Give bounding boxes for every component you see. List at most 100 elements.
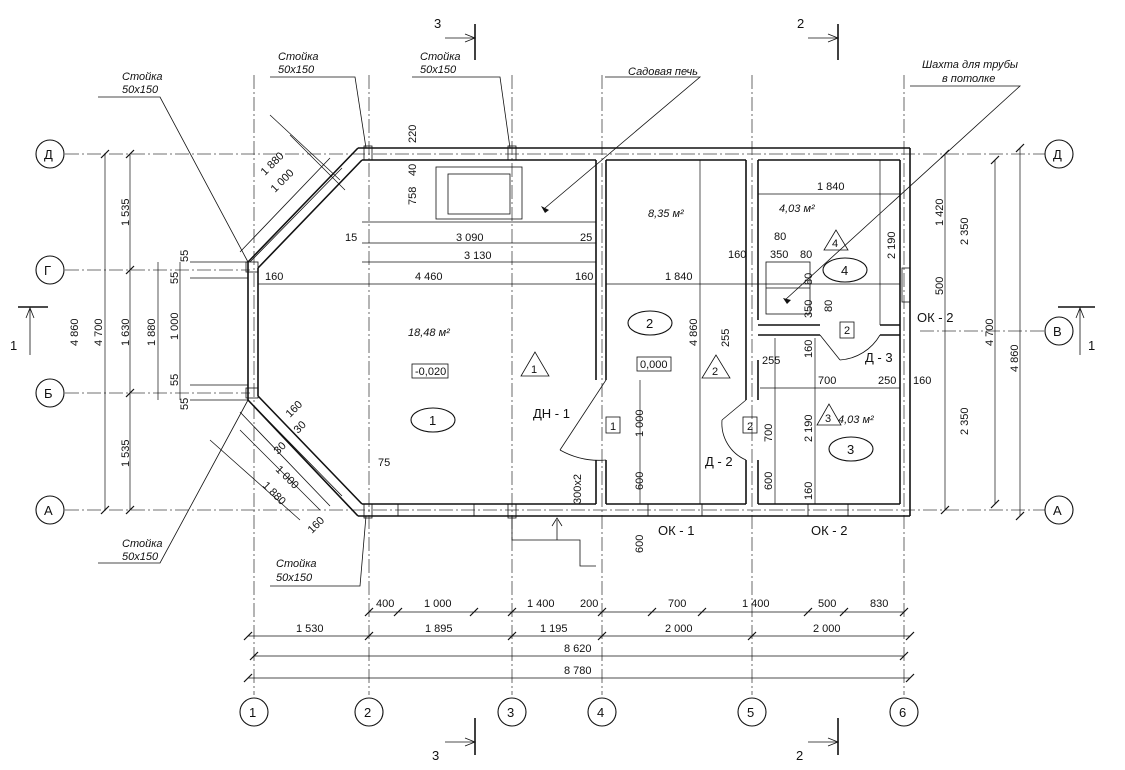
- room-2-level: 0,000: [640, 359, 668, 371]
- axis-d-left-label: Д: [44, 147, 53, 162]
- post-callout-top1-name: Стойка: [278, 51, 319, 63]
- dim-left-1880: 1 880: [146, 318, 158, 346]
- room-2-tri-label: 2: [712, 366, 718, 378]
- dim-bottom-1400b: 1 400: [742, 598, 770, 610]
- window-ok2-bottom-label: ОК - 2: [811, 523, 847, 538]
- dim-top-220: 220: [407, 125, 419, 143]
- post-callout-top2-size: 50x150: [420, 64, 457, 76]
- dim-bottom-1400a: 1 400: [527, 598, 555, 610]
- axis-g-label: Г: [44, 263, 51, 278]
- dim-room4-255b: 255: [762, 355, 780, 367]
- dim-room3-700b: 700: [763, 424, 775, 442]
- dimension-lines: [100, 114, 1025, 683]
- vent-size-label: 300x2: [572, 474, 584, 504]
- dim-top-758: 758: [407, 187, 419, 205]
- door-d3-label: Д - 3: [865, 350, 893, 365]
- dim-right-1420: 1 420: [934, 198, 946, 226]
- dim-right-4860: 4 860: [1009, 344, 1021, 372]
- dim-diag-30b: 30: [272, 440, 289, 457]
- dim-bottom-1530: 1 530: [296, 623, 324, 635]
- section-markers: [18, 24, 1095, 755]
- post-callout-left-top-size: 50x150: [122, 84, 159, 96]
- axis-a-left-label: А: [44, 503, 53, 518]
- dim-right-2350b: 2 350: [959, 407, 971, 435]
- dim-top-1840b: 1 840: [817, 181, 845, 193]
- dim-room4-350a: 350: [770, 249, 788, 261]
- section-2-bottom-label: 2: [796, 748, 803, 763]
- door-dn1-label: ДН - 1: [533, 406, 570, 421]
- window-ok1-label: ОК - 1: [658, 523, 694, 538]
- room-3-area: 4,03 м²: [838, 414, 874, 426]
- dim-top-160a: 160: [265, 271, 283, 283]
- dim-bottom-2000a: 2 000: [665, 623, 693, 635]
- shaft-callout-line2: в потолке: [942, 73, 995, 85]
- dim-top-1840a: 1 840: [665, 271, 693, 283]
- room-3-tri-label: 3: [825, 413, 831, 425]
- dim-bottom-700: 700: [668, 598, 686, 610]
- axis-v-label: В: [1053, 324, 1062, 339]
- dim-diag-160b: 160: [306, 515, 327, 536]
- dim-right-500: 500: [934, 277, 946, 295]
- axis-6-label: 6: [899, 705, 906, 720]
- dim-left-4700: 4 700: [93, 318, 105, 346]
- post-callout-left-top-name: Стойка: [122, 71, 163, 83]
- door-mark-2a: 2: [747, 421, 753, 433]
- dim-left-1535a: 1 535: [120, 198, 132, 226]
- room-1-number: 1: [429, 413, 436, 428]
- section-2-top-label: 2: [797, 16, 804, 31]
- dim-room4-80b: 80: [800, 249, 812, 261]
- dim-room3-250: 250: [878, 375, 896, 387]
- dim-bottom-1895: 1 895: [425, 623, 453, 635]
- dim-room4-255a: 255: [720, 329, 732, 347]
- axis-bubbles: [35, 139, 1074, 727]
- axis-a-right-label: А: [1053, 503, 1062, 518]
- dim-top-160b: 160: [575, 271, 593, 283]
- walls: [190, 145, 911, 567]
- room-4-area: 4,03 м²: [779, 203, 815, 215]
- dim-bottom-2000b: 2 000: [813, 623, 841, 635]
- dim-room2-1000: 1 000: [634, 409, 646, 437]
- room-1-area: 18,48 м²: [408, 327, 450, 339]
- dim-left-55c: 55: [169, 374, 181, 386]
- axis-3-label: 3: [507, 705, 514, 720]
- dim-room4-350b: 350: [803, 300, 815, 318]
- dim-bottom-400: 400: [376, 598, 394, 610]
- dim-room3-600c: 600: [763, 472, 775, 490]
- room-2-area: 8,35 м²: [648, 208, 684, 220]
- axis-5-label: 5: [747, 705, 754, 720]
- room-2-number: 2: [646, 316, 653, 331]
- post-callout-bottom-name: Стойка: [276, 558, 317, 570]
- dim-left-4860: 4 860: [69, 318, 81, 346]
- dim-top-25: 25: [580, 232, 592, 244]
- dim-bottom-1195: 1 195: [540, 623, 568, 635]
- dim-left-55a: 55: [169, 272, 181, 284]
- axis-b-label: Б: [44, 386, 53, 401]
- dim-bottom-200: 200: [580, 598, 598, 610]
- axis-d-right-label: Д: [1053, 147, 1062, 162]
- dim-room3-2190b: 2 190: [803, 414, 815, 442]
- dim-bottom-500: 500: [818, 598, 836, 610]
- section-3-bottom-label: 3: [432, 748, 439, 763]
- dim-top-3130: 3 130: [464, 250, 492, 262]
- room-1-tri-label: 1: [531, 364, 537, 376]
- dim-left-1535b: 1 535: [120, 439, 132, 467]
- dim-room3-160f: 160: [803, 482, 815, 500]
- dim-room3-700a: 700: [818, 375, 836, 387]
- dim-top-3090: 3 090: [456, 232, 484, 244]
- post-callout-left-bottom-size: 50x150: [122, 551, 159, 563]
- door-d2-label: Д - 2: [705, 454, 733, 469]
- post-callout-top1-size: 50x150: [278, 64, 315, 76]
- section-1-left-label: 1: [10, 338, 17, 353]
- room-markers: [410, 229, 874, 462]
- dim-bottom-8620: 8 620: [564, 643, 592, 655]
- dim-diag-160a: 160: [284, 399, 305, 420]
- dim-bottom-830: 830: [870, 598, 888, 610]
- dim-right-4700: 4 700: [984, 318, 996, 346]
- post-callout-bottom-size: 50x150: [276, 572, 313, 584]
- dim-bottom-8780: 8 780: [564, 665, 592, 677]
- shaft-callout-line1: Шахта для трубы: [922, 59, 1018, 71]
- dim-bottom-1000: 1 000: [424, 598, 452, 610]
- dim-room4-80c: 80: [803, 273, 815, 285]
- dim-left-55b: 55: [179, 250, 191, 262]
- dim-top-4460: 4 460: [415, 271, 443, 283]
